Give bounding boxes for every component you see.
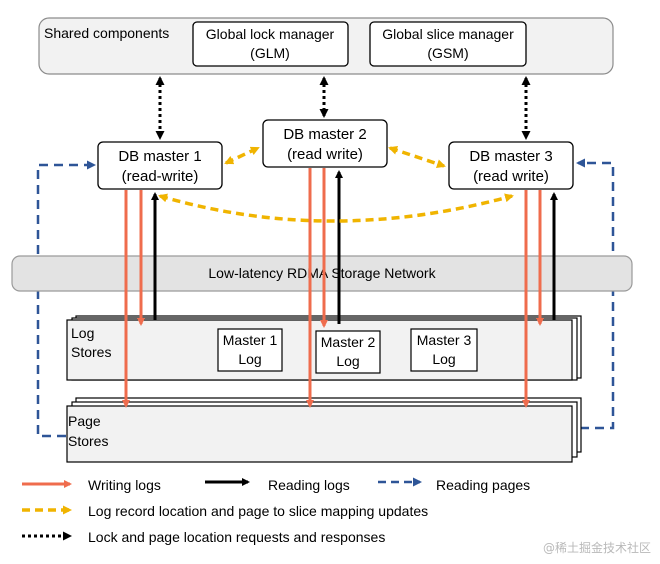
db-master-2-label: DB master 2 bbox=[283, 126, 366, 143]
page-stores-box bbox=[66, 405, 573, 463]
legend-writing-logs: Writing logs bbox=[88, 477, 161, 493]
db-master-3-mode: (read write) bbox=[473, 168, 549, 185]
glm-box bbox=[192, 21, 349, 67]
gsm-box bbox=[369, 21, 527, 67]
reading-pages-right bbox=[576, 158, 615, 430]
master2-log-box bbox=[315, 330, 381, 374]
log-stores-label-2: Stores bbox=[71, 344, 111, 360]
master1-log-label: Master 1 bbox=[223, 332, 278, 348]
db-master-1-mode: (read-write) bbox=[122, 168, 199, 185]
master3-log-box bbox=[410, 328, 478, 372]
log-stores-label-1: Log bbox=[71, 325, 94, 341]
rdma-network-label: Low-latency RDMA Storage Network bbox=[208, 265, 436, 281]
reading-pages-left bbox=[36, 160, 96, 438]
db-master-3-label: DB master 3 bbox=[469, 148, 552, 165]
gsm-abbrev: (GSM) bbox=[427, 45, 468, 61]
glm-label: Global lock manager bbox=[206, 26, 335, 42]
db-master-2-mode: (read write) bbox=[287, 146, 363, 163]
master1-log-box bbox=[217, 328, 283, 372]
update-arrow-m1-m3 bbox=[158, 193, 514, 223]
glm-abbrev: (GLM) bbox=[250, 45, 290, 61]
master3-log-label: Master 3 bbox=[417, 332, 472, 348]
page-stores-label-1: Page bbox=[68, 413, 101, 429]
legend-reading-logs: Reading logs bbox=[268, 477, 350, 493]
update-arrow-m1-m2 bbox=[224, 146, 260, 165]
update-arrow-m2-m3 bbox=[388, 145, 446, 169]
master2-log-sub: Log bbox=[336, 353, 359, 369]
db-master-1-label: DB master 1 bbox=[118, 148, 201, 165]
db-master-3-box bbox=[448, 141, 574, 190]
db-master-2-box bbox=[262, 119, 388, 168]
watermark: @稀土掘金技术社区 bbox=[543, 540, 651, 555]
gsm-label: Global slice manager bbox=[382, 26, 514, 42]
legend-lock-requests: Lock and page location requests and resp… bbox=[88, 529, 385, 545]
master1-log-sub: Log bbox=[238, 351, 261, 367]
db-master-1-box bbox=[97, 141, 223, 190]
legend-reading-pages: Reading pages bbox=[436, 477, 530, 493]
master3-log-sub: Log bbox=[432, 351, 455, 367]
legend-log-record: Log record location and page to slice ma… bbox=[88, 503, 428, 519]
master2-log-label: Master 2 bbox=[321, 334, 376, 350]
rdma-network-bar bbox=[11, 255, 633, 292]
shared-components-label: Shared components bbox=[44, 25, 169, 41]
page-stores-label-2: Stores bbox=[68, 433, 108, 449]
